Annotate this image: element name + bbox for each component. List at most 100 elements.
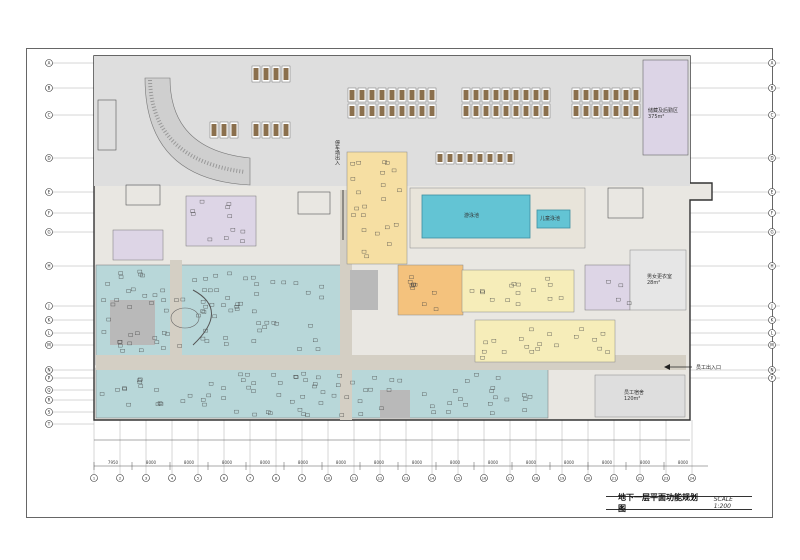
svg-text:8000: 8000: [602, 460, 613, 465]
dimension-lines: 7950 8000 8000 8000 8000 8000 8000 8000 8000 8000…: [93, 439, 708, 470]
svg-text:J: J: [47, 304, 49, 309]
storage-room: [642, 59, 689, 156]
svg-text:S: S: [48, 410, 51, 415]
svg-text:R: R: [48, 398, 51, 403]
svg-text:C: C: [771, 113, 774, 118]
svg-text:18: 18: [534, 477, 539, 481]
svg-text:22: 22: [638, 477, 643, 481]
svg-text:P: P: [771, 376, 774, 381]
svg-text:N: N: [48, 368, 51, 373]
svg-text:8000: 8000: [412, 460, 423, 465]
svg-text:D: D: [770, 156, 773, 161]
svg-text:19: 19: [560, 477, 565, 481]
svg-text:3: 3: [145, 477, 147, 481]
svg-text:8: 8: [275, 477, 278, 481]
svg-text:A: A: [48, 61, 51, 66]
svg-text:D: D: [47, 156, 50, 161]
locker-zone: [629, 249, 687, 311]
svg-text:8000: 8000: [450, 460, 461, 465]
svg-text:C: C: [48, 113, 51, 118]
svg-text:9: 9: [301, 477, 304, 481]
ramp-hatch: [148, 79, 246, 174]
svg-text:8000: 8000: [184, 460, 195, 465]
svg-text:F: F: [48, 211, 51, 216]
svg-text:8000: 8000: [336, 460, 347, 465]
lounge-zone-2: [112, 229, 164, 261]
svg-text:M: M: [770, 343, 774, 348]
service-room-1: [110, 300, 155, 345]
kids-pool-label: 儿童泳池: [540, 216, 561, 222]
svg-text:7950: 7950: [108, 460, 119, 465]
svg-text:23: 23: [664, 477, 669, 481]
svg-text:K: K: [48, 318, 51, 323]
svg-text:E: E: [48, 190, 51, 195]
svg-text:8000: 8000: [564, 460, 575, 465]
staff-entrance-arrowhead: [664, 364, 670, 370]
svg-text:N: N: [771, 368, 774, 373]
lounge-zone-1: [185, 195, 257, 247]
svg-text:H: H: [770, 264, 773, 269]
svg-text:M: M: [47, 343, 51, 348]
parking-ramp: [144, 77, 251, 186]
service-room-3: [380, 390, 410, 418]
svg-text:E: E: [771, 190, 774, 195]
svg-text:L: L: [771, 331, 774, 336]
drawing-scale: SCALE 1:200: [713, 496, 733, 510]
svg-text:24: 24: [690, 477, 695, 481]
spa-curve: [192, 289, 212, 346]
svg-text:8000: 8000: [146, 460, 157, 465]
lounge-zone-3: [584, 264, 631, 311]
svg-text:A: A: [771, 61, 774, 66]
svg-text:B: B: [48, 86, 51, 91]
kids-pool: [536, 209, 571, 229]
svg-text:8000: 8000: [488, 460, 499, 465]
svg-text:8000: 8000: [374, 460, 385, 465]
grid-lines: [45, 62, 780, 478]
parking-cars: [209, 65, 641, 165]
drawing-title: 地下一层平面功能规划图: [618, 493, 698, 513]
svg-text:G: G: [770, 230, 773, 235]
swimming-pool: [421, 194, 531, 239]
staff-entrance-label: 员工出入口: [696, 365, 722, 371]
svg-text:L: L: [48, 331, 51, 336]
title-block: 地下一层平面功能规划图 SCALE 1:200: [606, 493, 752, 513]
svg-text:H: H: [47, 264, 50, 269]
spa-oval: [170, 307, 200, 329]
svg-text:10: 10: [326, 477, 331, 481]
svg-text:17: 17: [508, 477, 513, 481]
svg-text:20: 20: [586, 477, 591, 481]
svg-text:T: T: [47, 422, 51, 427]
stairs: [97, 99, 644, 219]
svg-text:Q: Q: [47, 388, 50, 393]
reception-zone: [346, 151, 408, 265]
svg-text:8000: 8000: [298, 460, 309, 465]
svg-text:7: 7: [249, 477, 251, 481]
svg-text:11: 11: [352, 477, 357, 481]
svg-text:K: K: [771, 318, 774, 323]
parking-entrance-label: 停车场出入: [334, 140, 340, 165]
svg-text:J: J: [770, 304, 772, 309]
svg-text:6: 6: [223, 477, 226, 481]
svg-text:2: 2: [119, 477, 121, 481]
orange-zone: [397, 264, 464, 316]
svg-text:5: 5: [197, 477, 199, 481]
staff-dorm-zone: [594, 374, 686, 418]
svg-text:15: 15: [456, 477, 461, 481]
svg-text:12: 12: [378, 477, 383, 481]
spa-zone-bottom: [95, 367, 549, 419]
pool-label: 游泳池: [464, 213, 480, 219]
svg-text:8000: 8000: [526, 460, 537, 465]
furniture-symbols: [99, 160, 632, 417]
svg-text:8000: 8000: [640, 460, 651, 465]
svg-text:16: 16: [482, 477, 487, 481]
service-room-2: [350, 270, 378, 310]
svg-text:B: B: [771, 86, 774, 91]
svg-text:1: 1: [93, 477, 95, 481]
svg-text:F: F: [771, 211, 774, 216]
svg-text:13: 13: [404, 477, 409, 481]
